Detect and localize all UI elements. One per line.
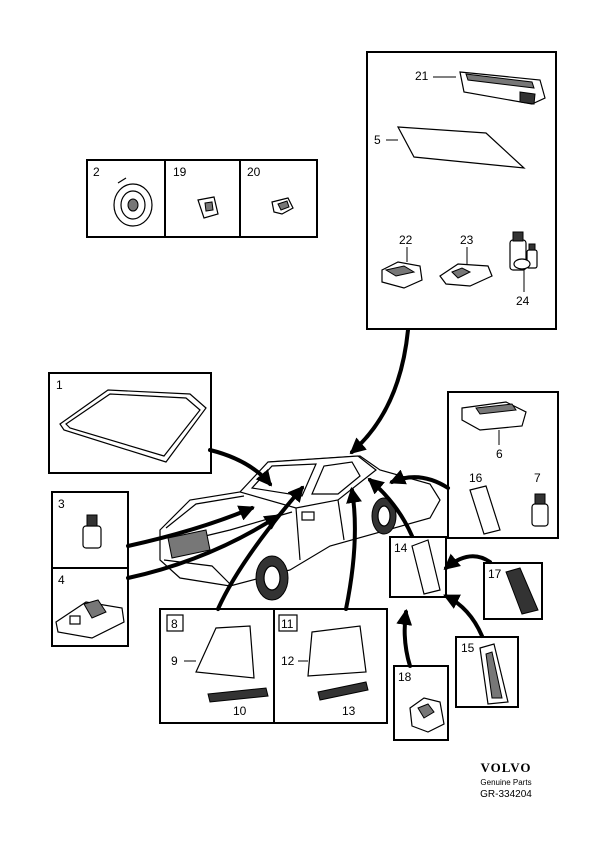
callout-label-12: 12 <box>281 654 295 668</box>
callout-box-1[interactable]: 1 <box>48 372 212 474</box>
callout-label-14: 14 <box>394 541 408 555</box>
callout-label-17: 17 <box>488 567 502 581</box>
callout-box-3[interactable]: 3 <box>51 491 129 569</box>
brand-subtitle: Genuine Parts <box>480 778 532 787</box>
part-22-icon <box>381 261 423 289</box>
callout-box-6-7[interactable]: 6 16 7 <box>447 391 559 539</box>
callout-box-15[interactable]: 15 <box>455 636 519 708</box>
callout-box-2[interactable]: 2 <box>86 159 166 238</box>
callout-label-23: 23 <box>460 233 474 247</box>
callout-box-14[interactable]: 14 <box>389 536 447 598</box>
callout-box-19[interactable]: 19 <box>164 159 241 238</box>
callout-label-22: 22 <box>399 233 413 247</box>
callout-box-4[interactable]: 4 <box>51 567 129 647</box>
part-20-icon <box>271 197 294 215</box>
callout-label-4: 4 <box>58 573 65 587</box>
part-9-glass <box>195 625 255 679</box>
callout-box-18[interactable]: 18 <box>393 665 449 741</box>
callout-label-24: 24 <box>516 294 530 308</box>
part-10-strip <box>207 687 269 703</box>
callout-label-8: 8 <box>171 617 178 631</box>
callout-box-21-24[interactable]: 21 5 22 23 24 <box>366 51 557 330</box>
brand-logo-text: VOLVO <box>480 760 532 775</box>
part-18-clip <box>409 697 445 733</box>
part-3-bottle <box>82 514 102 549</box>
footer: VOLVO Genuine Parts GR-334204 <box>466 760 546 800</box>
callout-label-1: 1 <box>56 378 63 392</box>
part-12-glass <box>307 625 367 677</box>
callout-label-7: 7 <box>534 471 541 485</box>
part-16-strip <box>469 485 501 535</box>
part-2-icon <box>113 177 153 227</box>
part-4-tool <box>55 599 125 639</box>
callout-label-16: 16 <box>469 471 483 485</box>
callout-label-19: 19 <box>173 165 187 179</box>
callout-label-15: 15 <box>461 641 475 655</box>
pointer-arrows <box>126 328 492 668</box>
callout-label-21: 21 <box>415 69 429 83</box>
callout-label-20: 20 <box>247 165 261 179</box>
callout-label-3: 3 <box>58 497 65 511</box>
callout-label-11: 11 <box>281 617 294 631</box>
callout-box-11[interactable]: 11 12 13 <box>273 608 388 724</box>
diagram-code: GR-334204 <box>480 789 532 800</box>
callout-label-18: 18 <box>398 670 412 684</box>
callout-label-5: 5 <box>374 133 381 147</box>
callout-label-6: 6 <box>496 447 503 461</box>
part-24-bottles <box>509 231 538 271</box>
callout-box-8[interactable]: 8 9 10 <box>159 608 275 724</box>
part-6-icon <box>461 401 527 431</box>
part-14-strip <box>411 539 441 595</box>
callout-label-2: 2 <box>93 165 100 179</box>
part-17-strip <box>505 567 539 615</box>
part-19-icon <box>197 196 219 219</box>
part-7-bottle <box>531 493 549 527</box>
part-23-icon <box>439 263 493 287</box>
callout-box-17[interactable]: 17 <box>483 562 543 620</box>
callout-label-10: 10 <box>233 704 247 718</box>
callout-label-13: 13 <box>342 704 356 718</box>
callout-label-9: 9 <box>171 654 178 668</box>
callout-box-20[interactable]: 20 <box>239 159 318 238</box>
part-21-icon <box>459 71 546 105</box>
part-13-strip <box>317 681 369 701</box>
part-5-glass <box>396 126 526 169</box>
